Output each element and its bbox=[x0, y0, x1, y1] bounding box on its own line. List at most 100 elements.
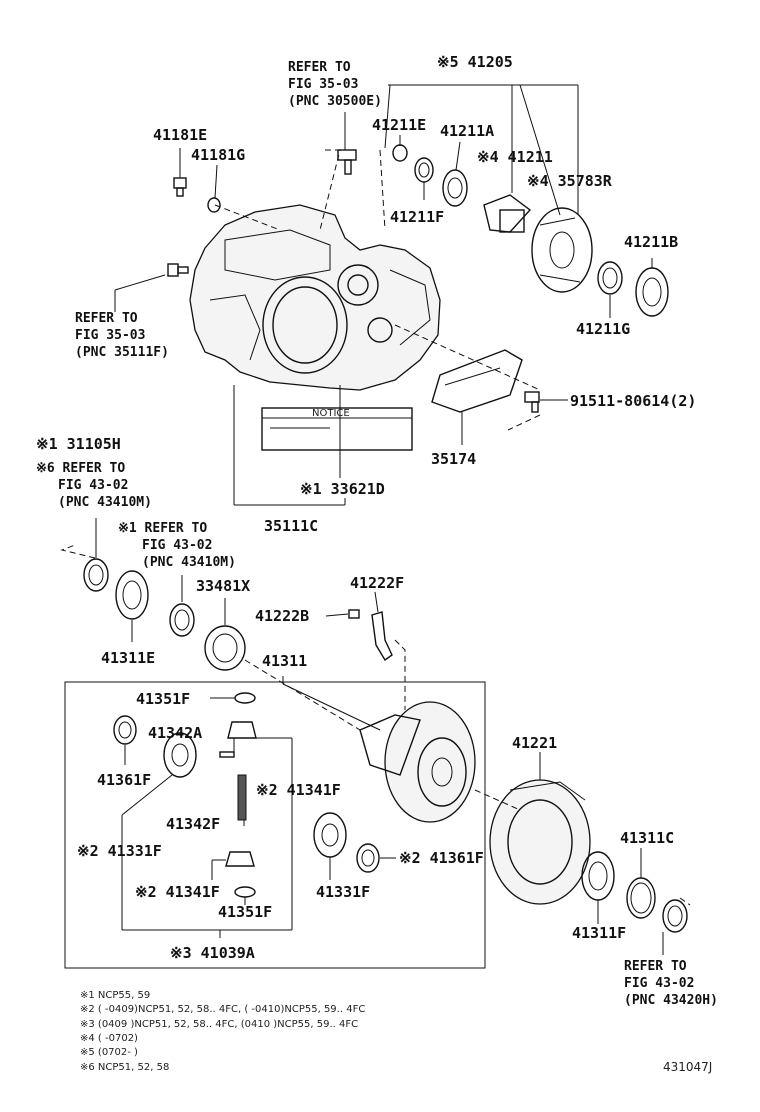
label-41342f[interactable]: 41342F bbox=[166, 815, 220, 833]
label-41331f-a[interactable]: ※2 41331F bbox=[77, 842, 162, 860]
washer-41361f-b[interactable] bbox=[356, 843, 380, 873]
label-41222f[interactable]: 41222F bbox=[350, 574, 404, 592]
svg-text:※6 REFER TO: ※6 REFER TO bbox=[36, 461, 125, 476]
label-33621d[interactable]: ※1 33621D bbox=[300, 480, 385, 498]
notice-text: NOTICE bbox=[312, 408, 350, 419]
dashed-lines bbox=[60, 149, 691, 906]
transaxle-case[interactable] bbox=[189, 204, 441, 391]
bolt-30500e[interactable] bbox=[337, 149, 357, 175]
washer-41181g[interactable] bbox=[207, 197, 221, 213]
refer-35-03-35111f[interactable]: REFER TO FIG 35-03 (PNC 35111F) bbox=[75, 311, 169, 360]
seal-31105h[interactable] bbox=[83, 558, 109, 592]
gear-35783r[interactable] bbox=[531, 207, 593, 293]
label-41351f-b[interactable]: 41351F bbox=[218, 903, 272, 921]
label-41311c[interactable]: 41311C bbox=[620, 829, 674, 847]
svg-text:FIG 43-02: FIG 43-02 bbox=[142, 538, 212, 553]
bracket-41222f[interactable] bbox=[371, 611, 393, 662]
plate-35174[interactable] bbox=[431, 349, 523, 413]
shaft-41211[interactable] bbox=[483, 194, 532, 233]
label-35174[interactable]: 35174 bbox=[431, 450, 476, 468]
label-41211f-top[interactable]: 41211F bbox=[390, 208, 444, 226]
svg-text:REFER TO: REFER TO bbox=[75, 311, 138, 326]
footnote-2: ※2 ( -0409)NCP51, 52, 58.. 4FC, ( -0410)… bbox=[80, 1004, 365, 1015]
label-41039a[interactable]: ※3 41039A bbox=[170, 944, 255, 962]
bolt-35111f[interactable] bbox=[167, 263, 189, 277]
label-41361f-a[interactable]: 41361F bbox=[97, 771, 151, 789]
refer-blocks: REFER TO FIG 35-03 (PNC 30500E) REFER TO… bbox=[36, 60, 718, 1008]
svg-text:(PNC 43410M): (PNC 43410M) bbox=[58, 495, 152, 510]
label-41311f[interactable]: 41311F bbox=[572, 924, 626, 942]
side-gear-41331f-b[interactable] bbox=[313, 812, 347, 858]
footnote-3: ※3 (0409 )NCP51, 52, 58.. 4FC, (0410 )NC… bbox=[80, 1019, 358, 1030]
shim-41311c[interactable] bbox=[626, 877, 656, 919]
label-91511[interactable]: 91511-80614(2) bbox=[570, 392, 696, 410]
label-41181g[interactable]: 41181G bbox=[191, 146, 245, 164]
seal-43420h[interactable] bbox=[662, 899, 688, 933]
label-41211a[interactable]: 41211A bbox=[440, 122, 494, 140]
label-35111c[interactable]: 35111C bbox=[264, 517, 318, 535]
label-31105h[interactable]: ※1 31105H bbox=[36, 435, 121, 453]
oil-seal-41211f[interactable] bbox=[414, 157, 434, 183]
bolt-41181e[interactable] bbox=[173, 177, 187, 197]
footnote-5: ※5 (0702- ) bbox=[80, 1047, 138, 1058]
label-33481x[interactable]: 33481X bbox=[196, 577, 250, 595]
ring-gear-41221[interactable] bbox=[489, 779, 591, 905]
svg-text:(PNC 35111F): (PNC 35111F) bbox=[75, 345, 169, 360]
bearing-41211b[interactable] bbox=[635, 267, 669, 317]
label-35783r[interactable]: ※4 35783R bbox=[527, 172, 613, 190]
figure-id: 431047J bbox=[663, 1060, 712, 1074]
label-41211[interactable]: ※4 41211 bbox=[477, 148, 553, 166]
bearing-41311f[interactable] bbox=[581, 851, 615, 901]
label-41311[interactable]: 41311 bbox=[262, 652, 307, 670]
svg-text:FIG 35-03: FIG 35-03 bbox=[75, 328, 145, 343]
svg-text:REFER TO: REFER TO bbox=[288, 60, 351, 75]
label-41341f-a[interactable]: ※2 41341F bbox=[256, 781, 341, 799]
pinion-41341f-a[interactable] bbox=[227, 721, 257, 739]
seal-33481x[interactable] bbox=[204, 625, 246, 671]
bolt-91511[interactable] bbox=[524, 391, 540, 413]
bearing-41211a[interactable] bbox=[442, 169, 468, 207]
pinion-41341f-b[interactable] bbox=[225, 851, 255, 867]
bearing-41311e[interactable] bbox=[115, 570, 149, 620]
seal-41211g[interactable] bbox=[597, 261, 623, 295]
label-41341f-b[interactable]: ※2 41341F bbox=[135, 883, 220, 901]
washer-41361f-a[interactable] bbox=[113, 715, 137, 745]
label-41211g[interactable]: 41211G bbox=[576, 320, 630, 338]
label-41331f-b[interactable]: 41331F bbox=[316, 883, 370, 901]
label-41342a[interactable]: 41342A bbox=[148, 724, 202, 742]
refer-43-02-43420h[interactable]: REFER TO FIG 43-02 (PNC 43420H) bbox=[624, 959, 718, 1008]
shaft-41342f[interactable] bbox=[237, 774, 247, 821]
footnote-6: ※6 NCP51, 52, 58 bbox=[80, 1062, 169, 1073]
notice-label-plate[interactable]: NOTICE bbox=[261, 407, 413, 451]
refer-43-02-43410m-b[interactable]: ※1 REFER TO FIG 43-02 (PNC 43410M) bbox=[118, 521, 236, 570]
label-41211b[interactable]: 41211B bbox=[624, 233, 678, 251]
label-41181e[interactable]: 41181E bbox=[153, 126, 207, 144]
bolt-41222b[interactable] bbox=[348, 609, 360, 619]
svg-text:(PNC 30500E): (PNC 30500E) bbox=[288, 94, 382, 109]
refer-43-02-43410m-a[interactable]: ※6 REFER TO FIG 43-02 (PNC 43410M) bbox=[36, 461, 152, 510]
label-41221[interactable]: 41221 bbox=[512, 734, 557, 752]
side-gear-41331f-a[interactable] bbox=[163, 732, 197, 778]
label-41211e[interactable]: 41211E bbox=[372, 116, 426, 134]
label-41351f-a[interactable]: 41351F bbox=[136, 690, 190, 708]
washer-41351f-a[interactable] bbox=[234, 692, 256, 704]
svg-text:※1 REFER TO: ※1 REFER TO bbox=[118, 521, 207, 536]
washer-41351f-b[interactable] bbox=[234, 886, 256, 898]
leader-lines bbox=[95, 84, 664, 955]
footnote-4: ※4 ( -0702) bbox=[80, 1033, 138, 1044]
plug-41211e[interactable] bbox=[392, 144, 408, 162]
label-41222b[interactable]: 41222B bbox=[255, 607, 309, 625]
refer-35-03-30500e[interactable]: REFER TO FIG 35-03 (PNC 30500E) bbox=[288, 60, 382, 109]
pin-41342a[interactable] bbox=[219, 751, 235, 758]
svg-text:REFER TO: REFER TO bbox=[624, 959, 687, 974]
label-41311e[interactable]: 41311E bbox=[101, 649, 155, 667]
label-41205[interactable]: ※5 41205 bbox=[437, 53, 513, 71]
differential-case-41311[interactable] bbox=[359, 701, 476, 823]
svg-text:(PNC 43410M): (PNC 43410M) bbox=[142, 555, 236, 570]
part-labels: ※5 41205 41181E 41181G 41211E 41211A ※4 … bbox=[36, 53, 696, 962]
kit-box bbox=[64, 681, 486, 969]
label-41361f-b[interactable]: ※2 41361F bbox=[399, 849, 484, 867]
seal-43410m[interactable] bbox=[169, 603, 195, 637]
